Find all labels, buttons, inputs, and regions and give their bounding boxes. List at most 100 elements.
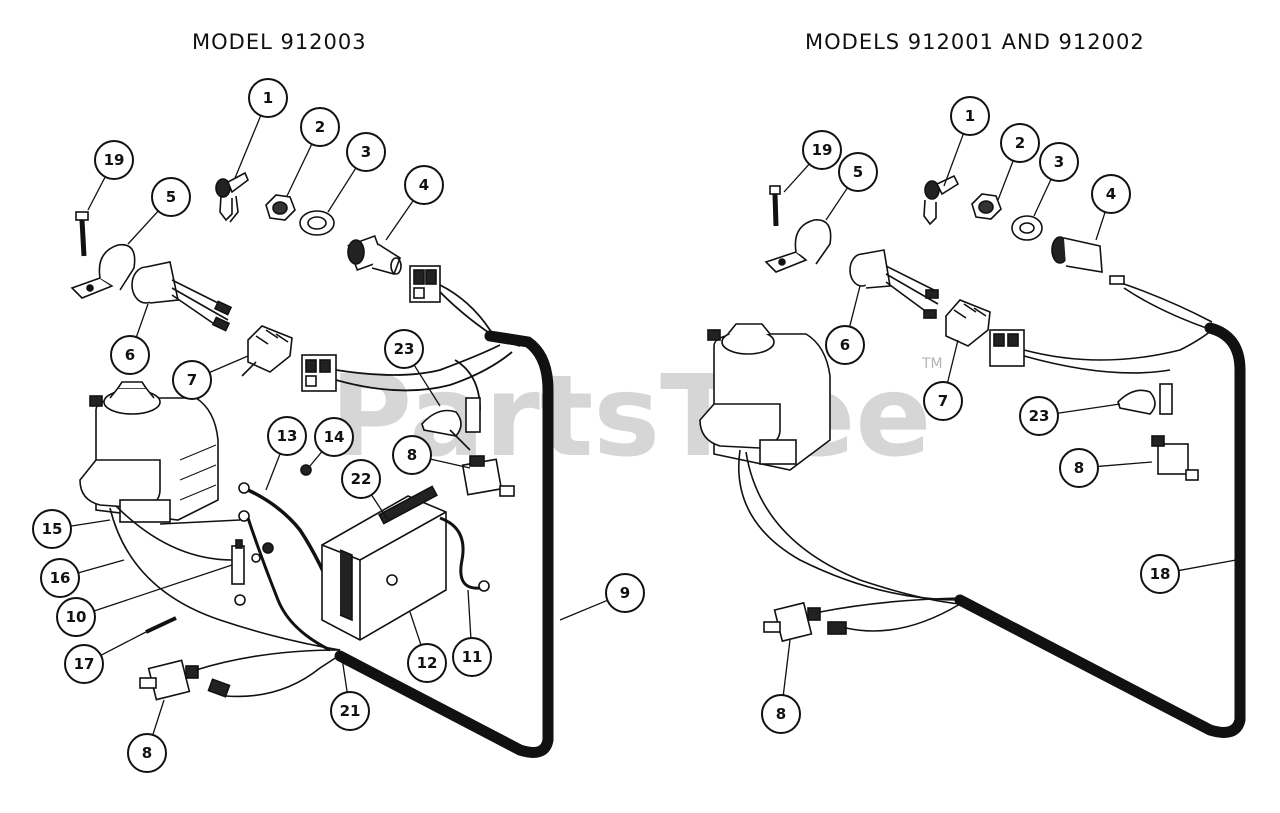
callout-circle: [40, 558, 80, 598]
callout-circle: [314, 417, 354, 457]
left-connector-block-2: [301, 354, 337, 392]
callout-leader: [265, 453, 281, 491]
callout-l16: 16: [40, 558, 125, 598]
callout-r8a: 8: [1059, 448, 1153, 488]
left-solenoid-part: [231, 539, 274, 606]
callout-leader: [152, 699, 165, 736]
callout-circle: [127, 733, 167, 773]
callout-r1: 1: [943, 96, 990, 187]
callout-circle: [1140, 554, 1180, 594]
callout-number: 4: [419, 176, 429, 194]
callout-number: 8: [1074, 459, 1084, 477]
callout-l14: 14: [309, 417, 354, 467]
callout-number: 23: [394, 340, 415, 358]
callout-number: 8: [142, 744, 152, 762]
callout-number: 19: [104, 151, 125, 169]
callout-l3: 3: [327, 132, 386, 213]
callout-r6: 6: [825, 285, 865, 365]
callout-leader: [1095, 211, 1106, 241]
callout-r5: 5: [825, 152, 878, 221]
callout-number: 6: [125, 346, 135, 364]
callout-circle: [330, 691, 370, 731]
callout-number: 21: [340, 702, 361, 720]
callout-number: 19: [812, 141, 833, 159]
callout-leader: [559, 599, 608, 621]
callout-circle: [94, 140, 134, 180]
callout-r3: 3: [1033, 142, 1079, 217]
callout-leader: [100, 631, 147, 656]
callout-leader: [946, 339, 959, 383]
right-assembly: [699, 174, 1246, 738]
callout-circle: [825, 325, 865, 365]
callout-circle: [300, 107, 340, 147]
callout-leader: [1057, 403, 1121, 414]
callout-circle: [384, 329, 424, 369]
right-ignition-switch-part: [1051, 236, 1125, 285]
callout-leader: [209, 355, 249, 374]
callout-circle: [32, 509, 72, 549]
callout-leader: [413, 364, 441, 407]
callout-number: 14: [324, 428, 345, 446]
callout-circle: [802, 130, 842, 170]
callout-leader: [1033, 178, 1052, 217]
callout-circle: [1039, 142, 1079, 182]
left-clamp-part: [70, 243, 136, 299]
callout-number: 18: [1150, 565, 1171, 583]
callout-leader: [943, 133, 964, 187]
callout-r7: 7: [923, 339, 963, 421]
right-nut-part: [971, 193, 1002, 220]
callout-leader: [409, 611, 422, 646]
callout-l7: 7: [172, 355, 249, 400]
callout-number: 22: [351, 470, 372, 488]
right-seat-switch-part: [763, 601, 847, 643]
right-clamp-part: [764, 219, 832, 273]
callout-l2: 2: [286, 107, 340, 197]
callout-l22: 22: [341, 459, 389, 521]
left-clip-part: [421, 397, 481, 451]
callout-number: 2: [1015, 134, 1025, 152]
callout-number: 8: [776, 705, 786, 723]
left-assembly: [70, 171, 554, 758]
callout-circle: [761, 694, 801, 734]
callout-circle: [56, 597, 96, 637]
callout-circle: [151, 177, 191, 217]
callout-leader: [234, 115, 262, 179]
callout-number: 12: [417, 654, 438, 672]
callout-leader: [370, 494, 389, 521]
callout-circle: [452, 637, 492, 677]
callout-number: 3: [1054, 153, 1064, 171]
callout-r4: 4: [1091, 174, 1131, 241]
callout-l13: 13: [265, 416, 307, 491]
callout-number: 7: [938, 392, 948, 410]
callout-circle: [838, 152, 878, 192]
callout-leader: [286, 143, 313, 197]
title-model-912003: MODEL 912003: [192, 30, 367, 54]
callout-l4: 4: [385, 165, 444, 241]
callout-number: 8: [407, 446, 417, 464]
right-bolt-part: [769, 185, 781, 227]
callout-l19: 19: [87, 140, 134, 211]
callout-leader: [1178, 559, 1237, 572]
callout-number: 3: [361, 143, 371, 161]
callout-leader: [1097, 461, 1153, 468]
callout-l21: 21: [330, 657, 370, 731]
right-washer-part: [1011, 215, 1043, 241]
callout-leader: [309, 451, 323, 467]
callout-number: 10: [66, 608, 87, 626]
right-engine-part: [699, 323, 831, 471]
callout-number: 15: [42, 520, 63, 538]
right-key-part: [923, 174, 960, 226]
left-seat-switch-part: [139, 659, 231, 701]
callout-l9: 9: [559, 573, 645, 621]
callout-leader: [87, 176, 106, 211]
callout-number: 2: [315, 118, 325, 136]
callout-number: 7: [187, 371, 197, 389]
right-terminal-block-part: [945, 299, 991, 347]
callout-circle: [172, 360, 212, 400]
callout-number: 9: [620, 584, 630, 602]
left-nut-part: [265, 194, 296, 221]
right-safety-switch-part: [1151, 435, 1199, 481]
callout-circle: [341, 459, 381, 499]
